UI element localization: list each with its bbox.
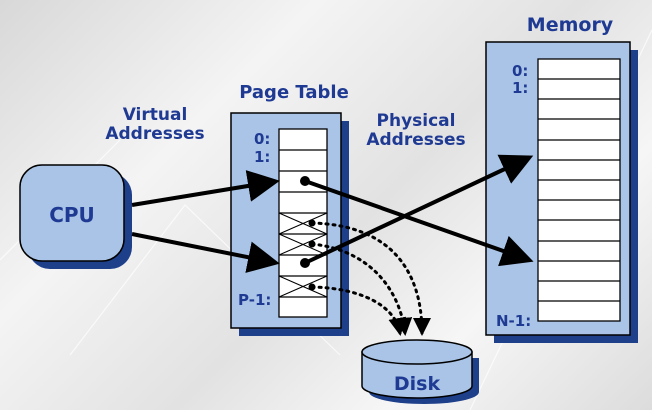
page-table-index-1: 1:: [254, 148, 270, 166]
page-table-panel: 0: 1: P-1:: [230, 112, 349, 336]
memory-panel: 0: 1: N-1:: [485, 41, 638, 343]
physical-addresses-label-line2: Addresses: [366, 130, 465, 150]
virtual-addresses-label-line2: Addresses: [105, 124, 204, 144]
disk-reference-arrows: [308, 219, 431, 336]
virtual-address-arrows: [131, 170, 280, 273]
page-table-index-last: P-1:: [238, 291, 271, 309]
disk: Disk: [361, 339, 479, 404]
page-table-index-0: 0:: [254, 130, 270, 148]
virtual-addresses-label-line1: Virtual: [123, 105, 188, 125]
cpu-box: CPU: [19, 164, 132, 269]
physical-addresses-label-line1: Physical: [377, 111, 456, 131]
memory-index-1: 1:: [512, 79, 528, 97]
page-table-entries: [279, 149, 327, 298]
memory-frames: [538, 78, 620, 302]
memory-label: Memory: [527, 14, 614, 36]
memory-index-last: N-1:: [496, 312, 531, 330]
page-table-disk-entries: [278, 212, 328, 298]
memory-index-0: 0:: [512, 62, 528, 80]
disk-label: Disk: [394, 373, 441, 395]
cpu-label: CPU: [49, 203, 95, 227]
physical-address-arrows: [300, 154, 534, 268]
page-table-label: Page Table: [239, 82, 349, 103]
